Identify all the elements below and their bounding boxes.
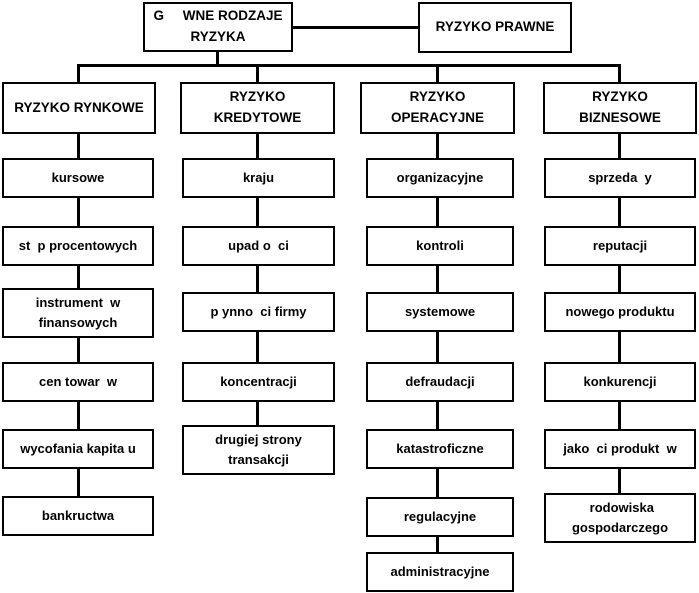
node-systemowe: systemowe: [366, 292, 514, 332]
header-market-risk: RYZYKO RYNKOWE: [2, 82, 156, 134]
connector: [436, 332, 439, 362]
node-nowego-produktu: nowego produktu: [544, 292, 696, 332]
connector: [436, 402, 439, 429]
connector: [618, 134, 621, 158]
node-sprzedazy: sprzeda y: [544, 158, 696, 198]
node-legal-risk: RYZYKO PRAWNE: [418, 2, 572, 53]
connector: [436, 469, 439, 497]
node-kraju: kraju: [182, 158, 335, 198]
header-operational-risk: RYZYKO OPERACYJNE: [360, 82, 515, 134]
connector: [436, 134, 439, 158]
header-business-risk: RYZYKO BIZNESOWE: [543, 82, 697, 134]
node-bankructwa: bankructwa: [2, 496, 154, 536]
connector: [436, 198, 439, 226]
node-srodowiska-gospodarczego: rodowiska gospodarczego: [544, 493, 696, 543]
node-stop-procentowych: st p procentowych: [2, 226, 154, 266]
node-main-risk-types: G WNE RODZAJE RYZYKA: [143, 2, 293, 52]
connector-stub-business: [618, 64, 621, 82]
connector: [77, 266, 80, 288]
connector-stub-market: [77, 64, 80, 82]
node-kursowe: kursowe: [2, 158, 154, 198]
connector: [618, 402, 621, 429]
connector-root-to-legal: [293, 26, 418, 29]
node-defraudacji: defraudacji: [366, 362, 514, 402]
connector-stub-credit: [256, 64, 259, 82]
connector: [256, 402, 259, 425]
connector-stub-operational: [436, 64, 439, 82]
node-organizacyjne: organizacyjne: [366, 158, 514, 198]
node-katastroficzne: katastroficzne: [366, 429, 514, 469]
node-jakosci-produktow: jako ci produkt w: [544, 429, 696, 469]
connector: [256, 198, 259, 226]
connector: [77, 338, 80, 362]
connector: [618, 198, 621, 226]
node-reputacji: reputacji: [544, 226, 696, 266]
connector: [77, 198, 80, 226]
connector: [436, 537, 439, 552]
node-cen-towarow: cen towar w: [2, 362, 154, 402]
connector: [618, 332, 621, 362]
connector: [77, 402, 80, 429]
connector: [436, 266, 439, 292]
connector-root-down: [216, 52, 219, 66]
node-koncentracji: koncentracji: [182, 362, 335, 402]
node-konkurencji: konkurencji: [544, 362, 696, 402]
node-administracyjne: administracyjne: [366, 552, 514, 592]
node-regulacyjne: regulacyjne: [366, 497, 514, 537]
node-upadlosci: upad o ci: [182, 226, 335, 266]
connector-main-horizontal: [77, 64, 621, 67]
connector: [256, 332, 259, 362]
node-plynnosci-firmy: p ynno ci firmy: [182, 292, 335, 332]
connector: [77, 134, 80, 158]
connector: [256, 266, 259, 292]
node-wycofania-kapitalu: wycofania kapita u: [2, 429, 154, 469]
node-drugiej-strony-transakcji: drugiej strony transakcji: [182, 425, 335, 475]
node-kontroli: kontroli: [366, 226, 514, 266]
connector: [77, 469, 80, 496]
header-credit-risk: RYZYKO KREDYTOWE: [180, 82, 335, 134]
connector: [256, 134, 259, 158]
connector: [618, 469, 621, 493]
connector: [618, 266, 621, 292]
node-instrumentow-finansowych: instrument w finansowych: [2, 288, 154, 338]
